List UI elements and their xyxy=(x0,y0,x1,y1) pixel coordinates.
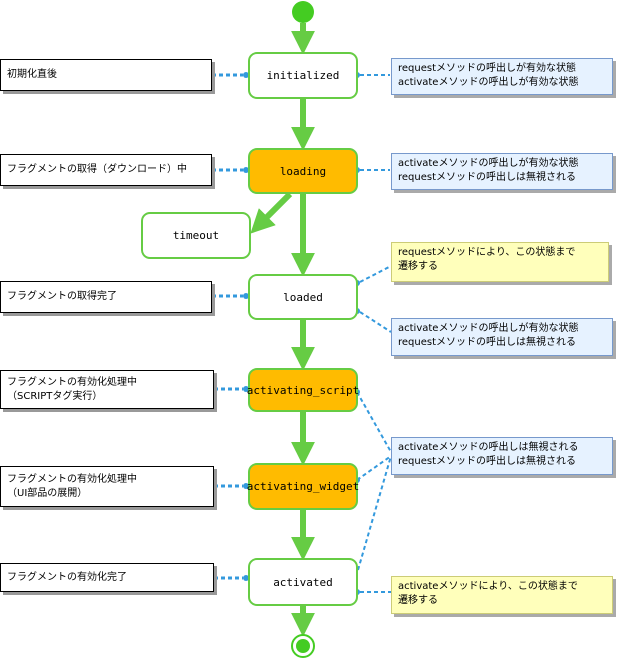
note-line: requestメソッドの呼出しは無視される xyxy=(398,456,577,467)
connector-right-script xyxy=(356,391,392,453)
note-line: （UI部品の展開） xyxy=(7,487,88,499)
note-line: activateメソッドにより、この状態まで xyxy=(398,581,578,592)
note-initialized: 初期化直後 xyxy=(0,59,212,91)
connector-right-loaded-blue xyxy=(359,311,392,333)
state-label: loading xyxy=(279,164,327,178)
note-activated: フラグメントの有効化完了 xyxy=(0,563,214,592)
note-line: requestメソッドの呼出しが有効な状態 xyxy=(398,63,577,74)
connector-dot xyxy=(243,293,249,299)
state-loaded: loaded xyxy=(248,274,358,320)
highlight-note-activated: activateメソッドにより、この状態まで 遷移する xyxy=(391,576,613,614)
state-activating-script: activating_script xyxy=(246,368,360,412)
note-loaded: フラグメントの取得完了 xyxy=(0,281,212,313)
note-line: フラグメントの取得完了 xyxy=(7,291,117,302)
state-label: activating_script xyxy=(246,383,360,397)
state-timeout: timeout xyxy=(141,212,251,259)
note-line: requestメソッドにより、この状態まで xyxy=(398,247,576,258)
note-line: 初期化直後 xyxy=(7,69,57,80)
info-note-initialized: requestメソッドの呼出しが有効な状態 activateメソッドの呼出しが有… xyxy=(391,58,613,95)
state-label: initialized xyxy=(266,69,340,82)
note-line: requestメソッドの呼出しは無視される xyxy=(398,172,577,183)
info-note-activating: activateメソッドの呼出しは無視される requestメソッドの呼出しは無… xyxy=(391,437,613,475)
state-activated: activated xyxy=(248,558,358,606)
state-label: loaded xyxy=(283,290,323,304)
connector-dot xyxy=(243,167,249,173)
initial-node xyxy=(292,1,314,23)
note-line: フラグメントの取得（ダウンロード）中 xyxy=(7,164,187,175)
note-activating-widget: フラグメントの有効化処理中 （UI部品の展開） xyxy=(0,466,214,507)
connector-dot xyxy=(243,386,249,392)
highlight-note-loaded: requestメソッドにより、この状態まで 遷移する xyxy=(391,242,609,282)
note-loading: フラグメントの取得（ダウンロード）中 xyxy=(0,154,212,186)
note-line: フラグメントの有効化処理中 xyxy=(7,473,137,485)
connector-dot xyxy=(243,483,249,489)
note-activating-script: フラグメントの有効化処理中 （SCRIPTタグ実行） xyxy=(0,370,214,409)
state-loading: loading xyxy=(248,148,358,194)
note-line: activateメソッドの呼出しが有効な状態 xyxy=(398,323,579,334)
note-line: activateメソッドの呼出しが有効な状態 xyxy=(398,77,579,88)
state-label: activated xyxy=(273,575,333,589)
connector-dot xyxy=(243,575,249,581)
connector-dot xyxy=(243,72,249,78)
state-initialized: initialized xyxy=(248,52,358,99)
info-note-loading: activateメソッドの呼出しが有効な状態 requestメソッドの呼出しは無… xyxy=(391,153,613,190)
connector-right-widget xyxy=(356,455,392,481)
connector-right-loaded-yellow xyxy=(359,265,392,283)
note-line: 遷移する xyxy=(398,595,438,606)
info-note-loaded: activateメソッドの呼出しが有効な状態 requestメソッドの呼出しは無… xyxy=(391,318,613,356)
note-line: 遷移する xyxy=(398,261,438,272)
state-label: activating_widget xyxy=(246,480,360,493)
note-line: activateメソッドの呼出しは無視される xyxy=(398,442,579,453)
note-line: activateメソッドの呼出しが有効な状態 xyxy=(398,158,579,169)
final-node-core xyxy=(296,639,310,653)
state-activating-widget: activating_widget xyxy=(246,463,360,510)
note-line: フラグメントの有効化完了 xyxy=(7,571,127,583)
state-label: timeout xyxy=(172,229,220,242)
note-line: （SCRIPTタグ実行） xyxy=(7,390,103,402)
connector-right-activated-extra xyxy=(357,455,392,571)
note-line: requestメソッドの呼出しは無視される xyxy=(398,337,577,348)
transition-loading-timeout xyxy=(250,191,293,234)
note-line: フラグメントの有効化処理中 xyxy=(7,376,137,388)
